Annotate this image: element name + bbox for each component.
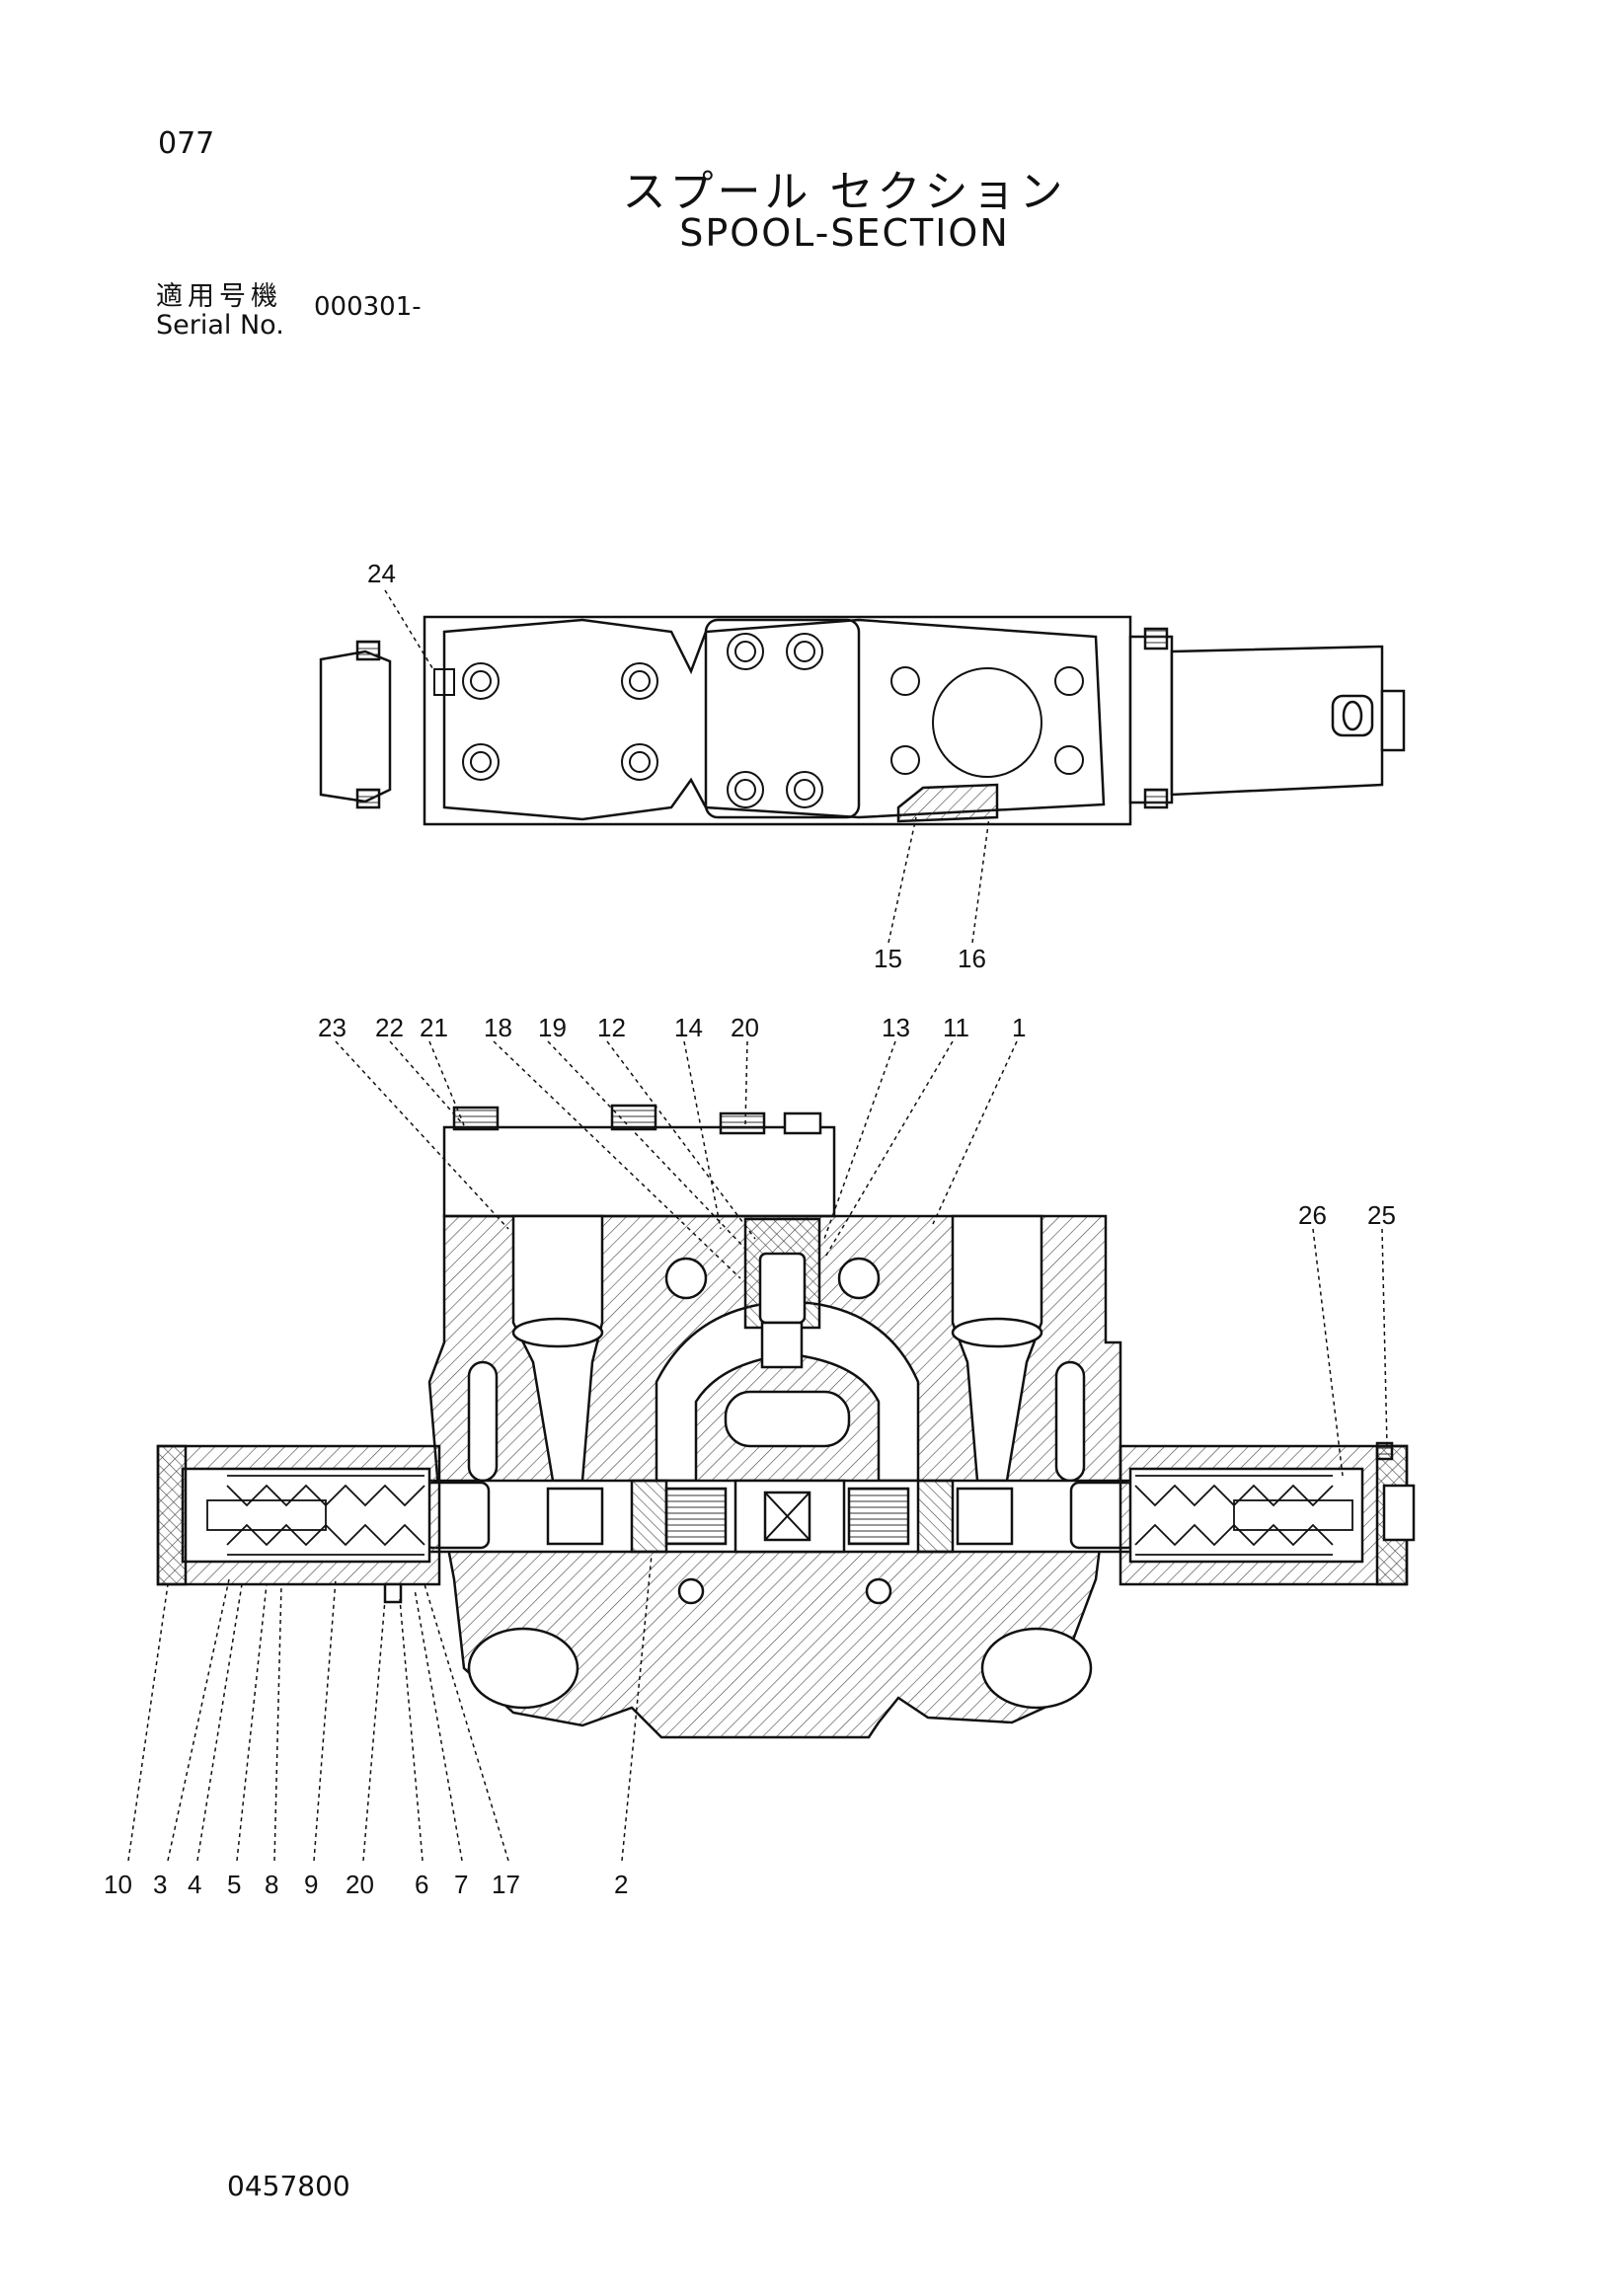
part-label: 17: [492, 1870, 520, 1899]
part-label: 11: [943, 1013, 969, 1042]
part-label: 2: [614, 1870, 628, 1899]
part-label: 22: [375, 1013, 404, 1042]
part-label: 9: [304, 1870, 318, 1899]
title-japanese: スプール セクション: [622, 167, 1067, 217]
serial-number-value: 000301-: [314, 292, 422, 322]
section-top-labels: 23 22 21 18 19 12 14 20 13 11 1: [318, 1013, 1026, 1042]
part-label: 19: [538, 1013, 567, 1042]
part-label: 20: [731, 1013, 759, 1042]
part-label: 13: [882, 1013, 910, 1042]
part-label: 4: [188, 1870, 201, 1899]
part-label: 8: [265, 1870, 278, 1899]
part-label: 5: [227, 1870, 241, 1899]
part-label: 15: [874, 944, 902, 973]
part-label: 23: [318, 1013, 347, 1042]
part-label: 14: [674, 1013, 703, 1042]
part-label: 10: [104, 1870, 132, 1899]
top-view-drawing: [319, 589, 1406, 944]
title-english: SPOOL-SECTION: [679, 211, 1010, 255]
part-label: 20: [346, 1870, 374, 1899]
top-view-labels: 24 15 16: [367, 559, 986, 973]
part-label: 18: [484, 1013, 512, 1042]
page-number: 077: [158, 126, 215, 161]
part-label: 21: [420, 1013, 448, 1042]
serial-label-japanese: 適用号機: [156, 281, 282, 312]
part-label: 24: [367, 559, 396, 588]
section-right-labels: 26 25: [1298, 1200, 1396, 1230]
section-bottom-labels: 10 3 4 5 8 9 20 6 7 17 2: [104, 1870, 628, 1899]
part-label: 16: [958, 944, 986, 973]
section-view-drawing: [127, 1040, 1416, 1862]
part-label: 6: [415, 1870, 428, 1899]
part-label: 7: [454, 1870, 468, 1899]
serial-label-english: Serial No.: [156, 310, 284, 341]
drawing-number: 0457800: [227, 2170, 350, 2202]
part-label: 25: [1367, 1200, 1396, 1230]
part-label: 3: [153, 1870, 167, 1899]
part-label: 1: [1012, 1013, 1026, 1042]
part-label: 12: [597, 1013, 626, 1042]
part-label: 26: [1298, 1200, 1327, 1230]
